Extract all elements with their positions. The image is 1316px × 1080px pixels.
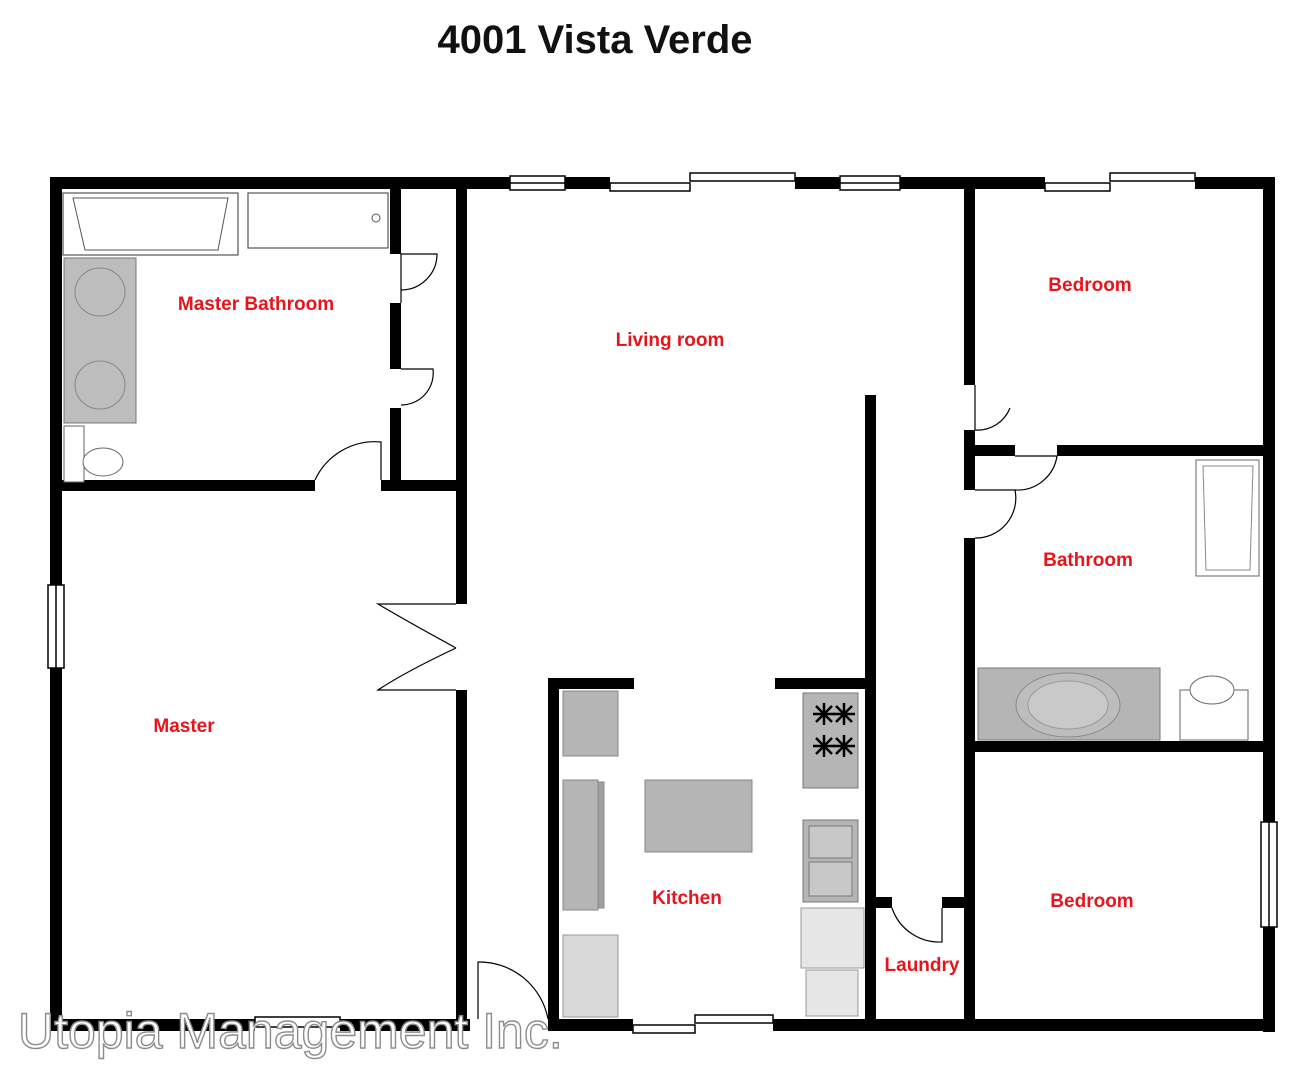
wall-kitchen-top-left (548, 678, 634, 689)
windows (47, 172, 1278, 1034)
bathroom-tub-inner (1202, 465, 1254, 571)
wall-mbath-right-a (390, 189, 401, 254)
wall-mbath-right-b (390, 303, 401, 369)
wall-master-right-bottom (456, 690, 467, 1030)
wall-left-1 (50, 177, 62, 585)
wall-top-1 (50, 177, 510, 189)
shower-drain (371, 213, 381, 223)
master-bath-fixtures (62, 192, 389, 483)
label-laundry: Laundry (885, 955, 960, 976)
interior-walls (62, 185, 1267, 1030)
label-bedroom-bottom: Bedroom (1050, 891, 1133, 912)
watermark: Utopia Management Inc. (17, 1002, 563, 1059)
door-master-bath (314, 441, 382, 481)
fridge (562, 690, 619, 757)
wall-master-right-top (456, 189, 467, 604)
wall-bedroom-left-b (964, 430, 975, 490)
window-bottom-2b (694, 1014, 774, 1024)
pantry (562, 934, 619, 1018)
label-living-room: Living room (616, 330, 725, 351)
sink-basin-1 (808, 825, 853, 859)
door-closet-2 (400, 368, 434, 406)
door-master-double-a (375, 603, 457, 649)
wall-laundry-top-b (942, 897, 967, 908)
window-top-4a (1044, 182, 1111, 192)
wall-bottom-4 (773, 1019, 1275, 1031)
door-front (477, 961, 549, 1020)
window-top-4b (1109, 172, 1196, 182)
kitchen-fixtures (562, 690, 865, 1018)
floor-plan-title: 4001 Vista Verde (437, 18, 753, 62)
counter-left-edge (597, 781, 605, 909)
label-master-bathroom: Master Bathroom (178, 294, 334, 315)
wall-top-2 (565, 177, 610, 189)
sink-2 (74, 360, 126, 410)
toilet-bowl (82, 447, 124, 477)
kitchen-island (644, 779, 753, 853)
burner-1 (813, 703, 835, 725)
bathroom-sink-inner (1027, 680, 1109, 730)
room-labels: Master Bathroom Living room Bedroom Bath… (153, 275, 1133, 976)
dishwasher (800, 907, 865, 969)
sink-basin-2 (808, 861, 853, 897)
door-bathroom-side (974, 489, 1017, 539)
label-master: Master (153, 716, 215, 737)
wall-right-1 (1263, 177, 1275, 822)
shower (247, 192, 389, 249)
counter-left (562, 779, 599, 911)
wall-mbath-bottom-a (62, 480, 315, 491)
bathtub-inner (72, 197, 229, 251)
door-bedroom-top (974, 385, 1011, 431)
burners (813, 703, 855, 757)
wall-laundry-top-a (876, 897, 892, 908)
wall-bath-bed (975, 741, 1265, 752)
wall-mbath-bottom-b (381, 480, 461, 491)
doors (314, 253, 1058, 1020)
bathroom-toilet-bowl (1189, 675, 1235, 705)
label-bedroom-top: Bedroom (1048, 275, 1131, 296)
toilet-tank (63, 425, 85, 483)
wall-bed-bath-b (1057, 445, 1267, 456)
window-top-2a (609, 182, 691, 192)
wall-right-2 (1263, 927, 1275, 1032)
wall-hall-left (865, 395, 876, 1030)
wall-top-4 (900, 177, 1045, 189)
label-kitchen: Kitchen (652, 888, 722, 909)
wall-mbath-right-c (390, 408, 401, 490)
door-bathroom-top (1014, 455, 1058, 491)
wall-top-5 (1195, 177, 1275, 189)
door-master-double-b (376, 647, 457, 691)
door-laundry (891, 907, 943, 943)
wall-bottom-1 (50, 1019, 255, 1031)
wall-top-3 (795, 177, 840, 189)
wall-bedroom-left-a (964, 185, 975, 385)
wall-kitchen-top-right (775, 678, 865, 689)
appliance (805, 969, 859, 1017)
burner-4 (833, 735, 855, 757)
wall-left-2 (50, 668, 62, 1030)
window-top-2b (689, 172, 796, 182)
wall-bottom-2 (340, 1019, 470, 1031)
label-bathroom: Bathroom (1043, 550, 1133, 571)
wall-kitchen-left (548, 678, 559, 1030)
burner-2 (833, 703, 855, 725)
door-closet-1 (400, 253, 438, 291)
wall-bedroom-left-c (964, 538, 975, 1030)
wall-bottom-3 (548, 1019, 633, 1031)
bathtub (62, 192, 239, 256)
burner-3 (813, 735, 835, 757)
bathroom-tub (1195, 459, 1260, 577)
window-bottom-2a (632, 1024, 696, 1034)
window-bottom-1 (254, 1016, 341, 1028)
sink-1 (74, 267, 126, 317)
bathroom-fixtures (977, 459, 1260, 741)
exterior-walls (50, 177, 1275, 1032)
wall-bed-bath-a (975, 445, 1015, 456)
